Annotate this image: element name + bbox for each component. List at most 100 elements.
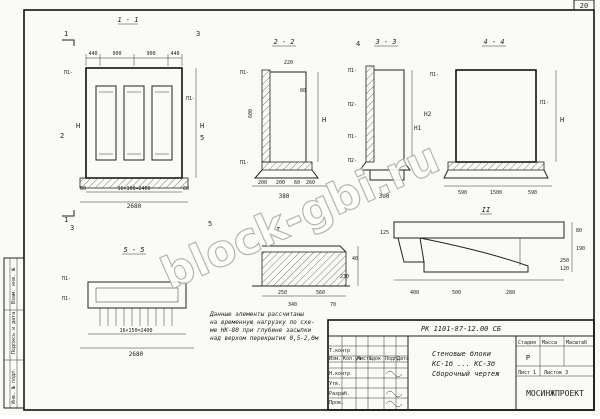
stamp-label-3: Взам. инв. №: [11, 268, 17, 304]
v2-bottom-dim-4: 260: [306, 180, 315, 186]
section-mark-4: 4: [356, 40, 360, 48]
v2-label-1: П1-: [240, 70, 249, 76]
v3-label-3: Н1: [414, 125, 422, 132]
v7-dim-5: 190: [576, 246, 585, 252]
v2-label-2: П1-: [240, 160, 249, 166]
v4-bottom-dim-1: 590: [458, 190, 467, 196]
section-mark-3: 3: [196, 30, 200, 38]
left-row-2: Утв.: [329, 381, 341, 387]
v1-top-dim-1: 440: [88, 51, 97, 57]
v7-dim-8: 125: [380, 230, 389, 236]
v5-bottom-dim-1: 16×150=2400: [119, 328, 152, 334]
name-line-2: КС-1б ... КС-3б: [431, 360, 495, 368]
v1-bottom-dim-1: 60: [80, 186, 86, 192]
section-mark-5b: 5: [208, 220, 212, 228]
v1-side-label-4: Н: [76, 122, 80, 130]
v1-top-dim-3: 900: [146, 51, 155, 57]
scale-header: Масштаб: [566, 339, 587, 346]
v5-left-label-2: П1-: [62, 296, 71, 302]
v2-bottom-dim-3: 60: [294, 180, 300, 186]
v6-dim-4: 560: [316, 290, 325, 296]
general-note: Данные элементы рассчитаны на временную …: [209, 311, 319, 342]
v1-side-label-2: П1-: [186, 96, 195, 102]
v7-dim-6: 250: [560, 258, 569, 264]
page-number-box: [573, 0, 595, 11]
view-3-3-title: 3 - 3: [374, 38, 396, 46]
v2-label-4: 600: [248, 109, 254, 118]
v2-label-5: 220: [284, 60, 293, 66]
v7-dim-1: 400: [410, 290, 419, 296]
v1-bottom-dim-3: 60: [183, 186, 189, 192]
stamp-label-2: Подпись и дата: [11, 312, 17, 354]
col-header-6: Дата: [397, 356, 409, 362]
v3-label-2: П2-: [348, 102, 357, 108]
v6-dim-3: 250: [278, 290, 287, 296]
doc-code: РК 1101-87-12.00 СБ: [421, 325, 502, 333]
v1-total-width: 2680: [127, 203, 142, 210]
side-stamp: Инв. № подл. Подпись и дата Взам. инв. №: [3, 257, 25, 409]
stage-header: Стадия: [518, 340, 536, 346]
col-header-3: Лист: [357, 356, 369, 362]
view-1-1: 1 - 1 440 900 900 440 60 16×100=2400 60 …: [64, 16, 204, 210]
v3-label-4: Н2: [424, 111, 432, 118]
note-line-4: над верхом перекрытия 0,5-2,0м: [210, 335, 319, 342]
stamp-label-1: Инв. № подл.: [11, 368, 17, 404]
v5-left-label-1: П1-: [62, 276, 71, 282]
mass-header: Масса: [542, 340, 557, 346]
v6-dim-1: 40: [352, 256, 358, 262]
v1-bottom-dim-2: 16×100=2400: [117, 186, 150, 192]
view-2-2-title: 2 - 2: [273, 38, 294, 46]
title-block: РК 1101-87-12.00 СБ Изм. Кол.уч Лист №до…: [327, 319, 595, 411]
section-mark-2: 2: [60, 132, 64, 140]
col-header-1: Изм.: [329, 356, 341, 362]
view-5-5-title: 5 - 5: [123, 246, 144, 254]
view-1-1-title: 1 - 1: [117, 16, 138, 24]
v3-label-6: П2-: [348, 158, 357, 164]
view-4-4: 4 - 4 П1- П1- Н 590 1500 590: [430, 38, 564, 196]
sheet-frame: [23, 9, 595, 411]
v1-top-dim-2: 900: [112, 51, 121, 57]
v7-dim-4: 80: [576, 228, 582, 234]
v1-side-label-3: Н: [200, 122, 204, 130]
col-header-5: Подп.: [385, 356, 400, 362]
section-mark-3b: 3: [70, 224, 74, 232]
sheets-label: Листов 3: [544, 370, 568, 376]
view-II: II 400 500 280 80 190 250 120 125: [380, 206, 585, 296]
left-row-4: Пров.: [329, 400, 344, 406]
note-line-1: Данные элементы рассчитаны: [209, 311, 304, 318]
page-number: 20: [580, 2, 588, 10]
v4-bottom-dim-2: 1500: [490, 190, 502, 196]
v3-label-5: П1-: [348, 134, 357, 140]
org-name: МОСИНЖПРОЕКТ: [526, 389, 584, 398]
view-I-title: I: [276, 226, 281, 234]
v4-label-1: П1-: [430, 72, 439, 78]
stage-value: Р: [526, 354, 530, 362]
view-II-title: II: [482, 206, 491, 214]
v5-bottom-dim-2: 2680: [129, 351, 144, 358]
v7-dim-7: 120: [560, 266, 569, 272]
left-row-5: Т.контр: [329, 348, 350, 354]
v6-dim-6: 70: [330, 302, 336, 308]
name-line-1: Стеновые блоки: [432, 350, 491, 358]
view-I: I 40 230 250 560 340 70: [252, 226, 359, 308]
v3-label-1: П1-: [348, 68, 357, 74]
section-mark-5: 5: [200, 134, 204, 142]
view-4-4-title: 4 - 4: [483, 38, 504, 46]
section-marks: 1 1 2 3 4 5 5 3: [60, 30, 360, 232]
note-line-2: на временную нагрузку по схе-: [210, 319, 315, 326]
col-header-2: Кол.уч: [343, 356, 361, 362]
v2-label-3: Н: [322, 116, 326, 124]
sheet-label: Лист 1: [518, 370, 536, 376]
v1-side-label-1: П1-: [64, 70, 73, 76]
v2-bottom-dim-1: 200: [258, 180, 267, 186]
note-line-3: ме НК-80 при глубине засыпки: [209, 327, 312, 334]
v2-bottom-dim-2: 200: [276, 180, 285, 186]
v4-bottom-dim-3: 590: [528, 190, 537, 196]
v7-dim-2: 500: [452, 290, 461, 296]
v4-label-3: Н: [560, 116, 564, 124]
v4-label-2: П1-: [540, 100, 549, 106]
view-3-3: 3 - 3 П1- П2- Н1 Н2 П1- П2- 360: [348, 38, 432, 200]
v2-label-6: 80: [300, 88, 306, 94]
